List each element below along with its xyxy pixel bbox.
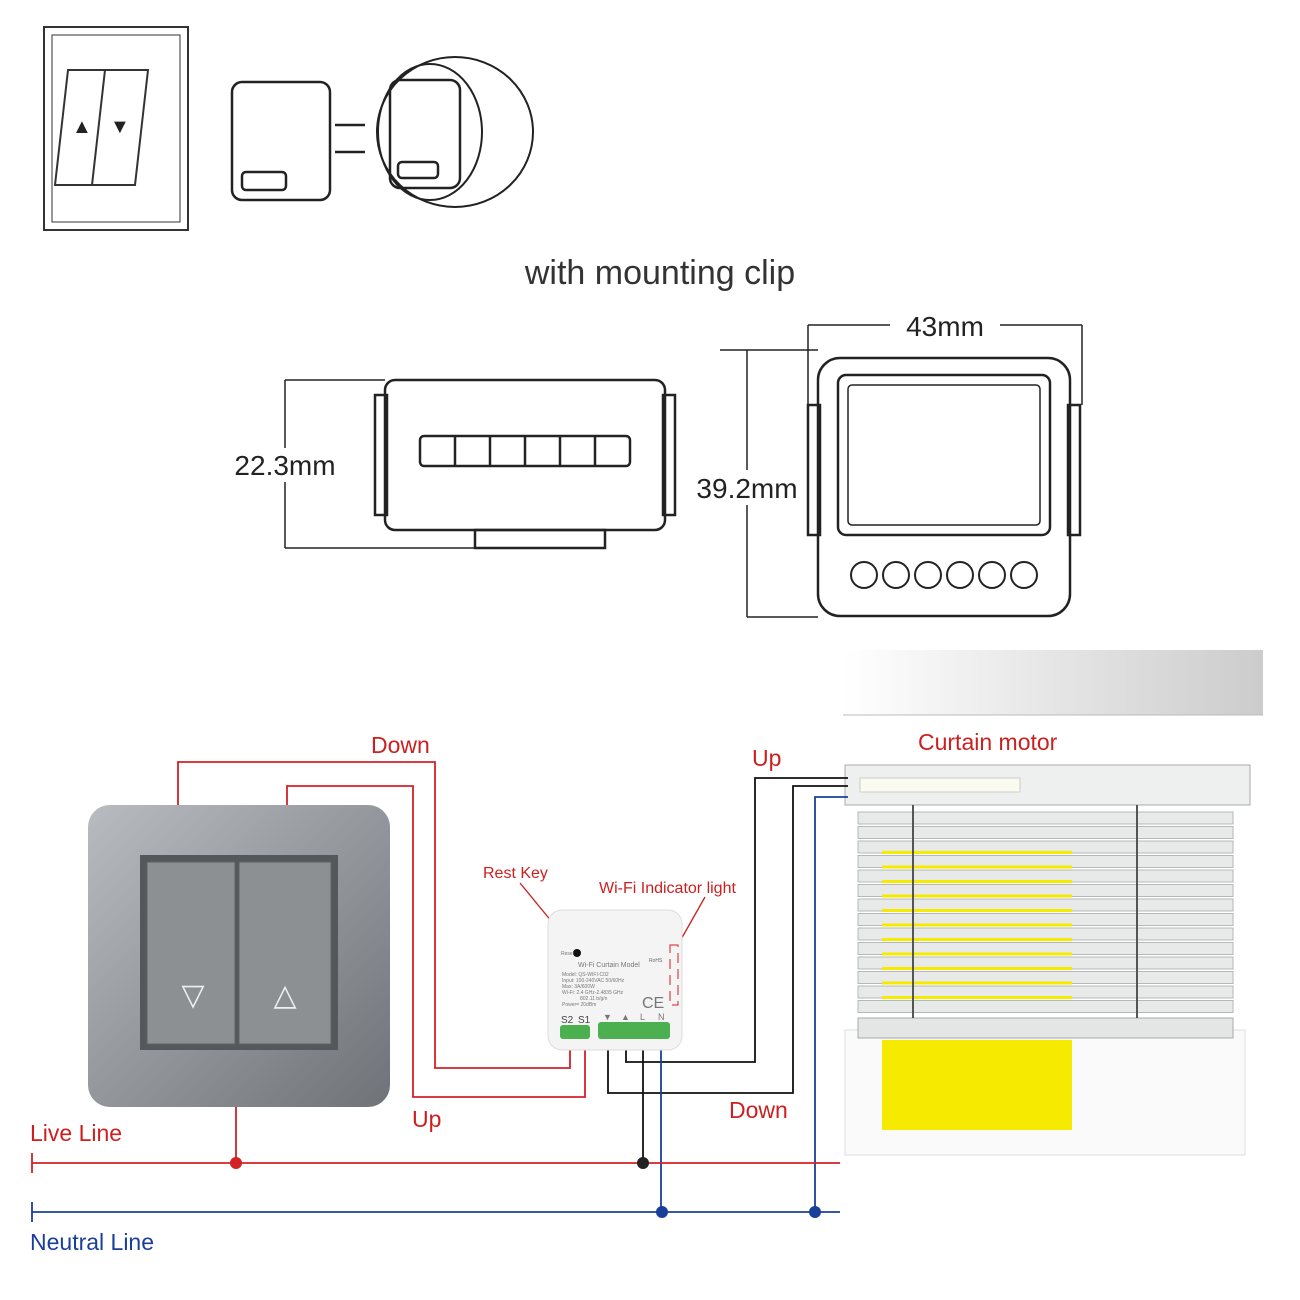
- window-light-strip: [882, 996, 1072, 999]
- terminal-s1-label: S1: [578, 1015, 591, 1026]
- module-spec: Input: 100-240VAC 50/60Hz: [562, 978, 625, 984]
- module-sketch: [230, 56, 534, 208]
- window-light-strip: [882, 981, 1072, 985]
- front-height-dimension: 39.2mm: [696, 473, 797, 504]
- motor-down-label: Down: [729, 1097, 788, 1123]
- module-neutral-junction: [656, 1206, 668, 1218]
- switch-up-button[interactable]: [238, 861, 332, 1045]
- up-arrow-icon: ▲: [72, 116, 92, 138]
- wifi-indicator-light: [669, 944, 679, 1006]
- rohs-mark: RoHS: [649, 958, 663, 964]
- window-light-strip: [882, 909, 1072, 912]
- wall-switch: [88, 805, 390, 1107]
- window-light-strip: [882, 851, 1072, 854]
- module-title: Wi-Fi Curtain Model: [578, 962, 640, 969]
- side-view-drawing: [284, 378, 677, 550]
- down-triangle-icon: ▽: [181, 979, 204, 1012]
- window-light-strip: [882, 938, 1072, 941]
- terminal-down-label: ▼: [603, 1012, 612, 1022]
- module-reset-label: Reset: [561, 951, 575, 957]
- switch-down-button[interactable]: [146, 861, 236, 1045]
- terminal-s2-label: S2: [561, 1015, 574, 1026]
- front-width-dimension: 43mm: [906, 311, 984, 342]
- wifi-curtain-module: [547, 909, 683, 1051]
- module-spec: Max: 3A/600W: [562, 984, 595, 990]
- window-pane: [882, 1040, 1072, 1130]
- down-wire-red: [177, 761, 571, 1069]
- module-live-junction: [637, 1157, 649, 1169]
- rest-key-label: Rest Key: [483, 865, 548, 882]
- mounting-clip-caption: with mounting clip: [524, 254, 795, 292]
- neutral-line-label: Neutral Line: [30, 1229, 154, 1255]
- window-light-strip: [882, 967, 1072, 970]
- motor-down-wire: [607, 785, 848, 1094]
- terminal-l-label: L: [640, 1012, 645, 1022]
- terminal-n-label: N: [658, 1012, 665, 1022]
- front-view-drawing: [720, 324, 1083, 618]
- blind-slat: [857, 826, 1234, 839]
- motor-up-wire: [625, 777, 848, 1063]
- wifi-indicator-label: Wi-Fi Indicator light: [599, 880, 736, 897]
- wall-switch-sketch: [43, 26, 189, 231]
- side-height-dimension: 22.3mm: [234, 450, 335, 481]
- reset-key-button[interactable]: [573, 949, 581, 957]
- curtain-blind: [844, 764, 1251, 1156]
- terminal-up-label: ▲: [621, 1012, 630, 1022]
- background-gradient: [843, 650, 1263, 715]
- live-junction: [230, 1157, 242, 1169]
- up-triangle-icon: △: [273, 979, 296, 1012]
- down-arrow-icon: ▼: [110, 116, 130, 138]
- window-light-strip: [882, 952, 1072, 956]
- down-wire-label: Down: [371, 732, 430, 758]
- module-spec: Wi-Fi: 2.4 GHz-2.4835 GHz: [562, 990, 624, 996]
- motor-neutral-junction: [809, 1206, 821, 1218]
- ce-mark: CE: [642, 995, 664, 1012]
- module-spec: 802.11 b/g/n: [580, 996, 608, 1002]
- motor-up-label: Up: [752, 745, 781, 771]
- curtain-motor-label: Curtain motor: [918, 729, 1058, 755]
- module-spec: Power= 20dBm: [562, 1002, 596, 1008]
- up-wire-label: Up: [412, 1106, 441, 1132]
- window-light-strip: [882, 894, 1072, 898]
- motor-neutral-wire: [814, 796, 848, 1212]
- up-wire-red: [286, 785, 586, 1098]
- window-light-strip: [882, 865, 1072, 869]
- blind-slat: [857, 811, 1234, 825]
- live-line-label: Live Line: [30, 1120, 122, 1146]
- blind-slat: [857, 1000, 1234, 1013]
- window-light-strip: [882, 923, 1072, 927]
- module-spec: Model: QS-WIFI-C02: [562, 972, 609, 978]
- window-light-strip: [882, 880, 1072, 883]
